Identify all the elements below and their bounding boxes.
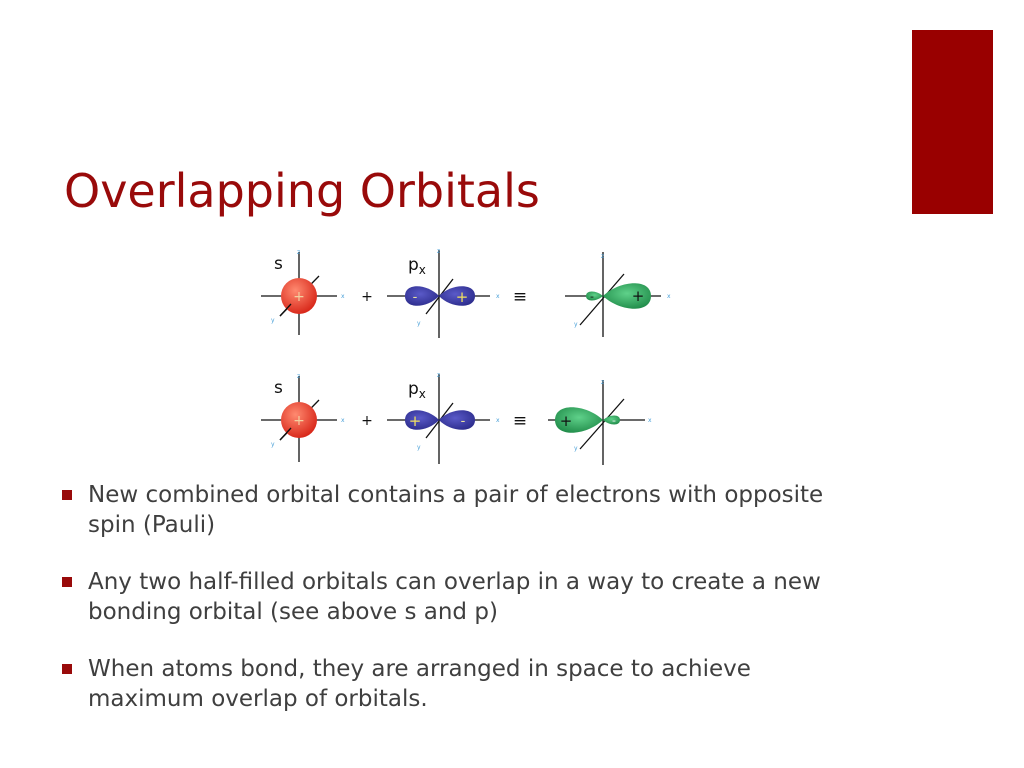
bullet-list: New combined orbital contains a pair of …	[62, 480, 862, 741]
p-lobe-left	[405, 286, 439, 306]
bullet-text: New combined orbital contains a pair of …	[88, 482, 824, 538]
bullet-item: Any two half-filled orbitals can overlap…	[62, 567, 862, 627]
y-label: y	[271, 441, 275, 448]
sign-label: +	[632, 287, 645, 305]
bullet-square-icon	[62, 664, 72, 674]
bullet-square-icon	[62, 490, 72, 500]
px-label: px	[408, 255, 426, 277]
sign-label: -	[413, 290, 418, 305]
equivalence-operator: ≡	[513, 411, 527, 431]
sign-label: -	[590, 290, 594, 303]
s-orbital: + s z x y	[261, 249, 345, 335]
hybrid-orbital: + - z x y	[548, 379, 652, 465]
z-label: z	[437, 372, 440, 379]
y-label: y	[271, 317, 275, 324]
x-label: x	[341, 293, 345, 300]
x-label: x	[667, 293, 671, 300]
hybrid-small-lobe	[586, 291, 603, 301]
sign-label: -	[461, 414, 466, 429]
s-label: s	[274, 378, 283, 398]
px-orbital: + - px z x y	[387, 372, 500, 464]
sign-label: +	[293, 289, 305, 305]
z-label: z	[601, 253, 604, 260]
y-label: y	[574, 321, 578, 328]
z-label: z	[297, 373, 300, 380]
sign-label: +	[409, 412, 422, 430]
hybrid-big-lobe	[555, 407, 603, 433]
y-label: y	[417, 320, 421, 327]
slide-title: Overlapping Orbitals	[64, 164, 540, 218]
hybrid-small-lobe	[603, 415, 620, 425]
z-label: z	[297, 249, 300, 256]
y-label: y	[574, 445, 578, 452]
bullet-text: Any two half-filled orbitals can overlap…	[88, 569, 821, 625]
s-orbital: + s z x y	[261, 373, 345, 462]
x-label: x	[648, 417, 652, 424]
sign-label: +	[293, 413, 305, 429]
equivalence-operator: ≡	[513, 287, 527, 307]
y-label: y	[417, 444, 421, 451]
orbital-row-1: + s z x y + - + px z x y ≡ - +	[261, 248, 671, 338]
bullet-item: New combined orbital contains a pair of …	[62, 480, 862, 540]
z-label: z	[601, 379, 604, 386]
sign-label: +	[456, 288, 469, 306]
s-label: s	[274, 254, 283, 274]
bullet-square-icon	[62, 577, 72, 587]
plus-operator: +	[361, 289, 373, 305]
p-lobe-right	[439, 410, 475, 430]
p-lobe-right	[439, 286, 475, 306]
x-label: x	[341, 417, 345, 424]
bullet-item: When atoms bond, they are arranged in sp…	[62, 654, 862, 714]
x-label: x	[496, 293, 500, 300]
hybrid-orbital: - + z x y	[565, 252, 671, 337]
hybrid-big-lobe	[603, 283, 651, 309]
x-label: x	[496, 417, 500, 424]
px-orbital: - + px z x y	[387, 248, 500, 338]
plus-operator: +	[361, 413, 373, 429]
orbital-diagram: + s z x y + - + px z x y ≡ - +	[261, 248, 671, 465]
accent-bar	[912, 30, 993, 214]
sign-label: +	[560, 412, 573, 430]
sign-label: -	[612, 414, 616, 427]
px-label: px	[408, 379, 426, 401]
bullet-text: When atoms bond, they are arranged in sp…	[88, 656, 751, 712]
orbital-row-2: + s z x y + + - px z x y ≡ + -	[261, 372, 652, 465]
z-label: z	[437, 248, 440, 255]
p-lobe-left	[405, 410, 439, 430]
